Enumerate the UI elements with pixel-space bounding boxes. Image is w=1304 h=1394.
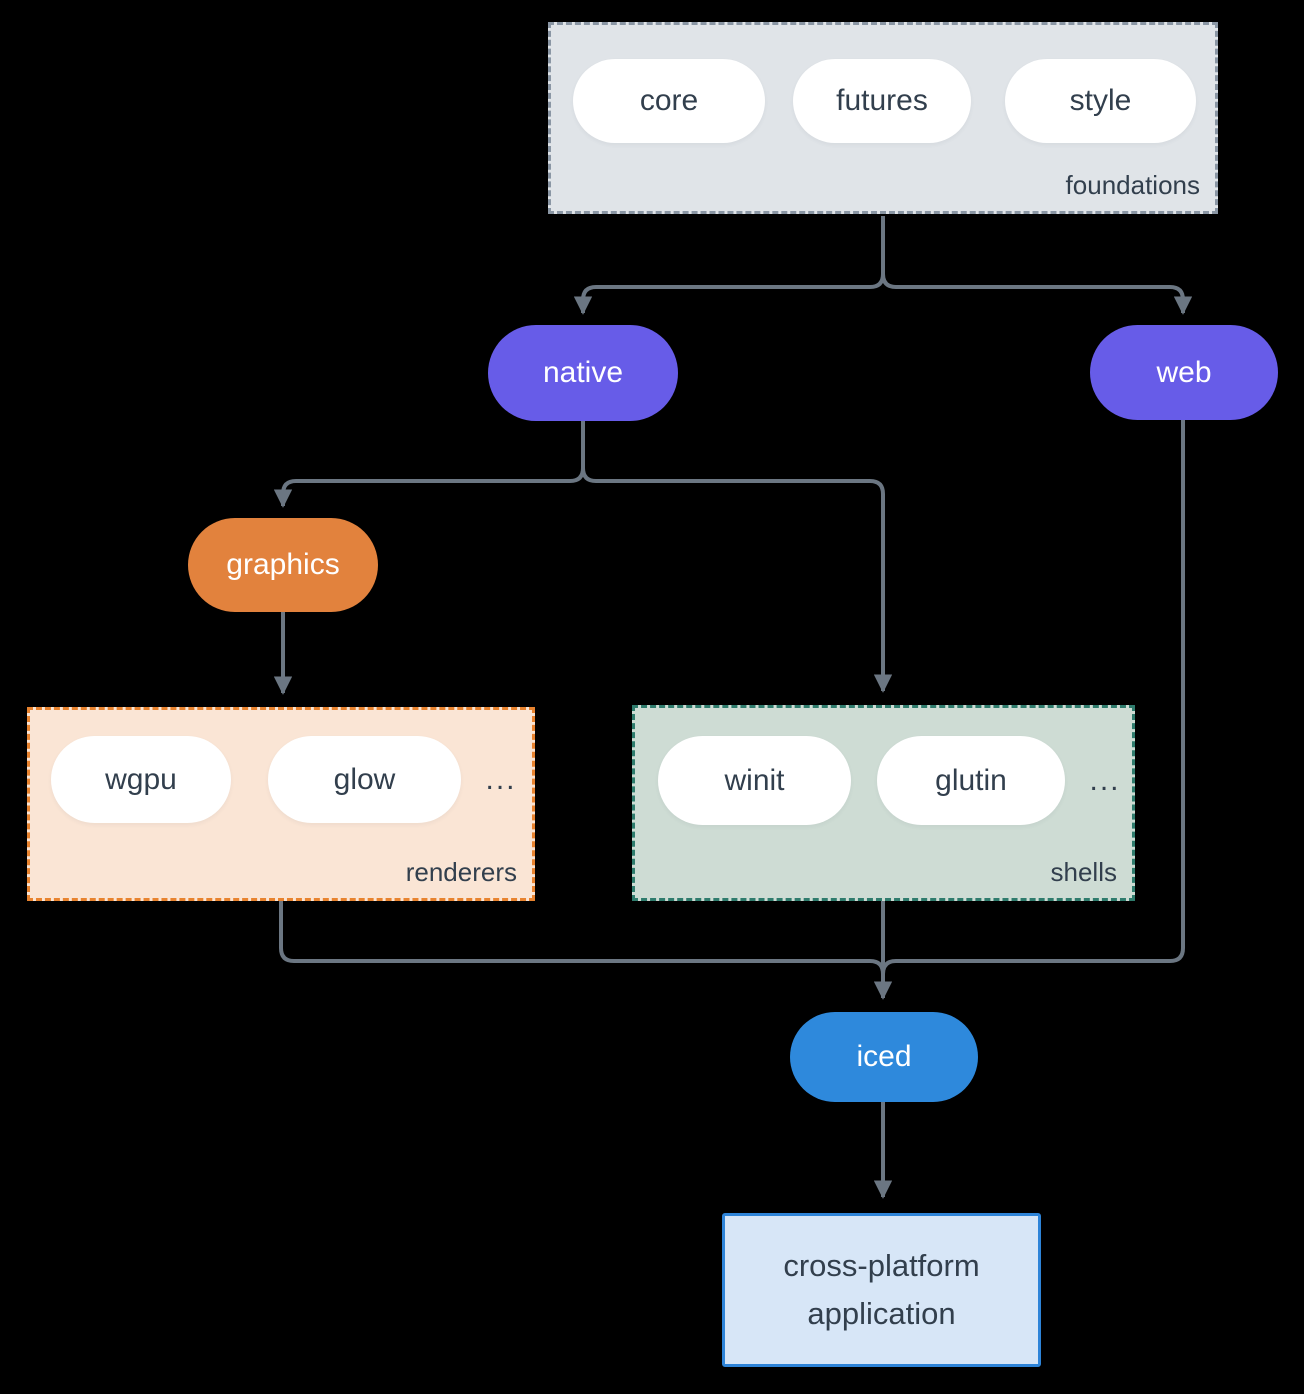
foundations-group: core futures style foundations	[548, 22, 1218, 214]
node-web: web	[1090, 325, 1278, 420]
node-cross-platform-application: cross-platform application	[722, 1213, 1041, 1367]
shells-ellipsis: ...	[1089, 763, 1121, 797]
node-glow: glow	[268, 736, 461, 823]
node-style: style	[1005, 59, 1196, 143]
foundations-group-label: foundations	[1065, 170, 1200, 200]
renderers-group-label: renderers	[405, 857, 517, 887]
node-glutin: glutin	[877, 736, 1065, 825]
node-graphics: graphics	[188, 518, 378, 612]
connector-renderers-iced	[279, 901, 885, 975]
node-native: native	[488, 325, 678, 421]
connector-foundations-native	[573, 216, 885, 315]
connector-native-graphics	[273, 421, 585, 508]
node-iced: iced	[790, 1012, 978, 1102]
shells-group: winit glutin ... shells	[632, 705, 1135, 901]
node-futures: futures	[793, 59, 971, 143]
renderers-group: wgpu glow ... renderers	[27, 707, 535, 901]
connector-native-shells	[581, 421, 893, 693]
node-wgpu: wgpu	[51, 736, 231, 823]
connector-foundations-web	[881, 216, 1193, 315]
shells-group-label: shells	[1050, 857, 1117, 887]
node-core: core	[573, 59, 765, 143]
node-winit: winit	[658, 736, 851, 825]
renderers-ellipsis: ...	[485, 762, 517, 796]
